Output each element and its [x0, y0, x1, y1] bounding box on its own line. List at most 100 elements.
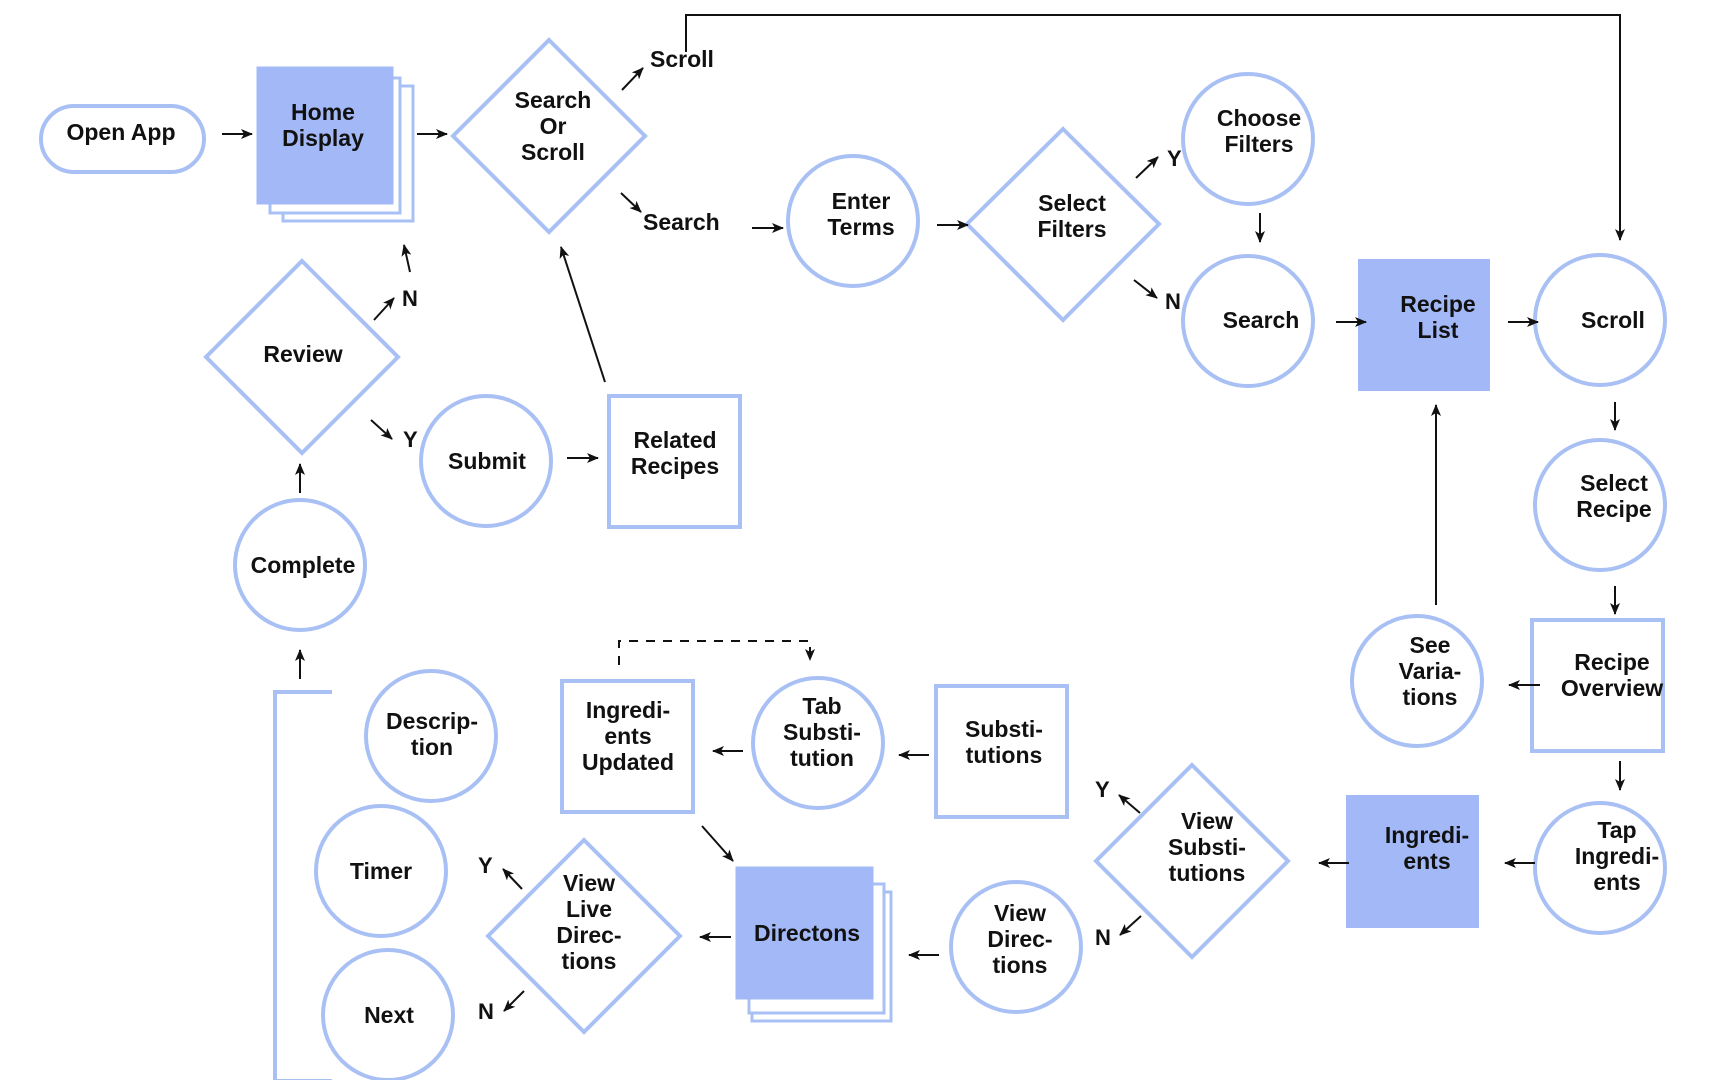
label-line: Varia- — [1399, 658, 1462, 684]
arrow-select-filters-no — [1133, 279, 1158, 299]
group-bracket — [273, 690, 332, 1080]
label-line: Or — [540, 113, 567, 139]
label-line: Live — [566, 896, 612, 922]
label-line: Ingredi- — [1575, 843, 1659, 869]
connectors — [222, 14, 1625, 1012]
open-app-terminal — [39, 104, 206, 174]
label-substitutions: Substi-tutions — [965, 716, 1043, 768]
label-line: Ingredi- — [1385, 822, 1469, 848]
tab-substitution-node — [751, 676, 885, 810]
search-or-scroll-decision — [450, 37, 648, 235]
decision-label-view-live-directions-no: N — [478, 999, 494, 1024]
label-line: Filters — [1037, 216, 1106, 242]
related-recipes-node — [607, 394, 742, 529]
decision-label-review-no: N — [402, 286, 418, 311]
label-line: List — [1418, 317, 1459, 343]
enter-terms-node — [786, 154, 920, 288]
decision-label-view-live-directions-yes: Y — [478, 853, 493, 878]
label-line: Terms — [827, 214, 894, 240]
decision-label-view-substitutions-no: N — [1095, 925, 1111, 950]
label-line: tutions — [966, 742, 1043, 768]
label-review: Review — [263, 341, 342, 367]
label-line: Direc- — [556, 922, 621, 948]
label-line: Select — [1038, 190, 1106, 216]
arrow-select-filters-yes — [1135, 156, 1159, 179]
label-line: tions — [993, 952, 1048, 978]
choose-filters-node — [1181, 72, 1315, 206]
label-line: Overview — [1561, 675, 1663, 701]
label-line: Directons — [754, 920, 860, 946]
decision-label-select-filters-no: N — [1165, 289, 1181, 314]
search-node — [1181, 254, 1315, 388]
arrow-review-no-to-home — [401, 244, 412, 273]
review-decision — [203, 258, 401, 456]
select-filters-decision — [964, 126, 1162, 323]
arrow-view-substitutions-yes — [1118, 794, 1141, 814]
complete-node — [233, 498, 367, 632]
label-line: Recipe — [1576, 496, 1651, 522]
label-line: Related — [633, 427, 716, 453]
description-node — [364, 669, 498, 803]
ingredients-updated-node — [560, 679, 695, 814]
label-line: Descrip- — [386, 708, 478, 734]
arrow-ingredients-updated-dashed-loop — [618, 640, 815, 665]
label-line: Search — [1223, 307, 1300, 333]
label-scroll: Scroll — [1581, 307, 1645, 333]
label-line: tions — [1403, 684, 1458, 710]
decision-label-view-substitutions-yes: Y — [1095, 777, 1110, 802]
label-line: Timer — [350, 858, 412, 884]
arrow-ingredients-updated-to-directions — [701, 825, 734, 862]
label-line: ents — [1403, 848, 1450, 874]
label-line: View — [563, 870, 615, 896]
label-line: Select — [1580, 470, 1648, 496]
label-line: View — [1181, 808, 1233, 834]
label-line: Scroll — [521, 139, 585, 165]
arrow-view-live-directions-no — [503, 990, 525, 1012]
label-open-app: Open App — [66, 119, 175, 145]
directions-node — [735, 866, 893, 1023]
label-line: Choose — [1217, 105, 1301, 131]
timer-node — [314, 804, 448, 938]
arrow-view-substitutions-no — [1119, 915, 1142, 936]
ingredients-node — [1346, 795, 1479, 928]
label-line: Tab — [802, 693, 841, 719]
arrow-to-search-label — [620, 192, 642, 213]
arrow-review-yes — [370, 419, 393, 440]
next-node — [321, 948, 455, 1080]
see-variations-node — [1350, 614, 1484, 748]
decision-label-review-yes: Y — [403, 427, 418, 452]
label-line: Search — [515, 87, 592, 113]
label-line: Substi- — [783, 719, 861, 745]
select-recipe-node — [1533, 438, 1667, 572]
arrow-review-no — [373, 297, 395, 321]
label-line: Scroll — [1581, 307, 1645, 333]
label-line: Tap — [1597, 817, 1636, 843]
label-line: tutions — [1169, 860, 1246, 886]
label-next: Next — [364, 1002, 414, 1028]
label-line: Ingredi- — [586, 697, 670, 723]
label-line: Recipes — [631, 453, 719, 479]
label-line: ents — [1593, 869, 1640, 895]
arrow-related-recipes-to-search-or-scroll — [559, 246, 606, 383]
label-line: Home — [291, 99, 355, 125]
view-substitutions-decision — [1093, 762, 1291, 960]
label-line: Search — [643, 209, 720, 235]
label-line: tions — [562, 948, 617, 974]
label-line: Submit — [448, 448, 526, 474]
label-line: Scroll — [650, 46, 714, 72]
label-line: Recipe — [1400, 291, 1475, 317]
label-line: ents — [604, 723, 651, 749]
label-line: Review — [263, 341, 342, 367]
label-search-choice: Search — [643, 209, 720, 235]
view-live-directions-decision — [485, 837, 683, 1035]
